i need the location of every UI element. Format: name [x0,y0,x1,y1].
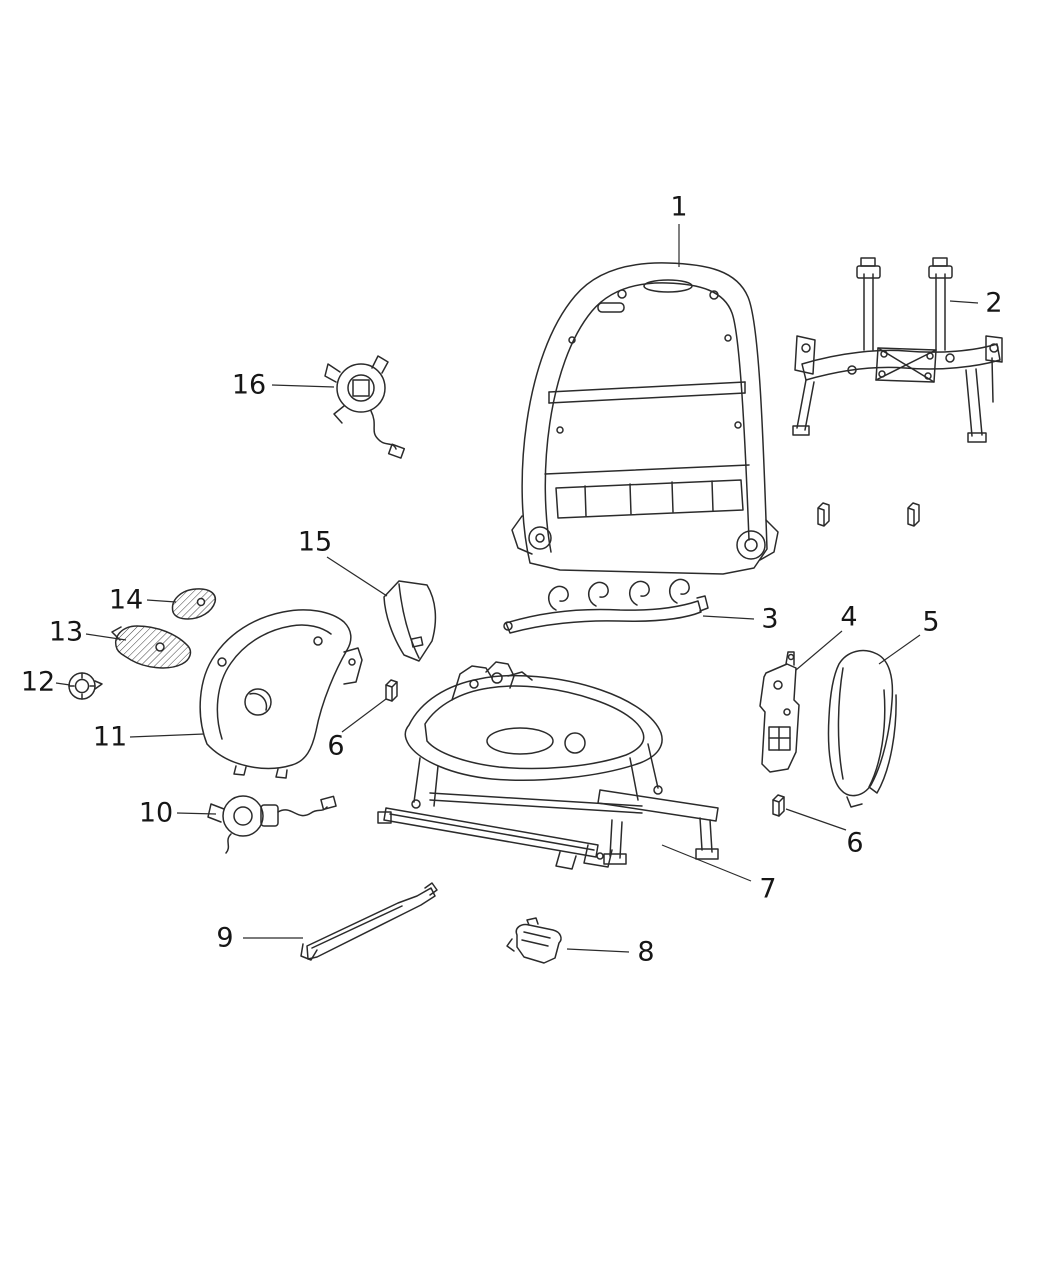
leader-line-6 [785,808,847,831]
callout-11: 11 [92,721,128,753]
part-2-back-bracket-drawing [792,257,1003,443]
leader-line-7 [661,844,752,882]
leader-line-10 [176,812,217,815]
leader-line-12 [55,682,71,686]
callout-13: 13 [48,616,84,648]
leader-line-14 [146,599,177,603]
part-14-handle-drawing [171,588,217,620]
callout-7: 7 [759,873,777,905]
part-5-side-cover-drawing [827,649,897,808]
fastener-clips-drawing [817,502,920,527]
leader-line-8 [566,948,630,953]
callout-4: 4 [840,601,858,633]
part-10-motor-drawing [207,795,337,854]
part-9-track-cover-drawing [300,882,438,961]
parts-line-art [68,257,1003,964]
callout-8: 8 [637,936,655,968]
part-16-sensor-drawing [324,355,406,459]
leader-line-15 [326,556,388,597]
callout-3: 3 [761,603,779,635]
part-7-cushion-frame-drawing [377,661,719,870]
callout-12: 12 [20,666,56,698]
leader-line-5 [878,634,921,665]
callout-10: 10 [138,797,174,829]
leader-line-11 [129,733,205,738]
leader-line-3 [702,615,755,620]
callout-6-right: 6 [846,827,864,859]
callout-6-left: 6 [327,730,345,762]
part-6-clip-right-drawing [772,794,785,817]
leader-line-6 [341,698,387,733]
callout-leader-lines [55,224,979,953]
callout-1: 1 [670,191,688,223]
callout-9: 9 [216,922,234,954]
leader-line-2 [949,300,979,304]
part-11-side-shield-drawing [199,609,363,779]
part-8-bracket-cover-drawing [506,917,562,964]
callout-15: 15 [297,526,333,558]
callout-2: 2 [985,287,1003,319]
callout-16: 16 [231,369,267,401]
leader-line-16 [271,384,335,388]
part-3-crossmember-drawing [503,578,709,634]
part-15-trim-drawing [383,580,437,662]
callout-5: 5 [922,606,940,638]
part-6-clip-left-drawing [385,679,398,702]
part-4-bracket-drawing [759,651,800,773]
leader-line-13 [85,633,127,641]
callout-14: 14 [108,584,144,616]
leader-line-4 [795,630,843,671]
part-12-knob-drawing [68,672,103,700]
part-13-handle-drawing [111,625,192,669]
part-1-seat-back-frame-drawing [511,262,779,575]
